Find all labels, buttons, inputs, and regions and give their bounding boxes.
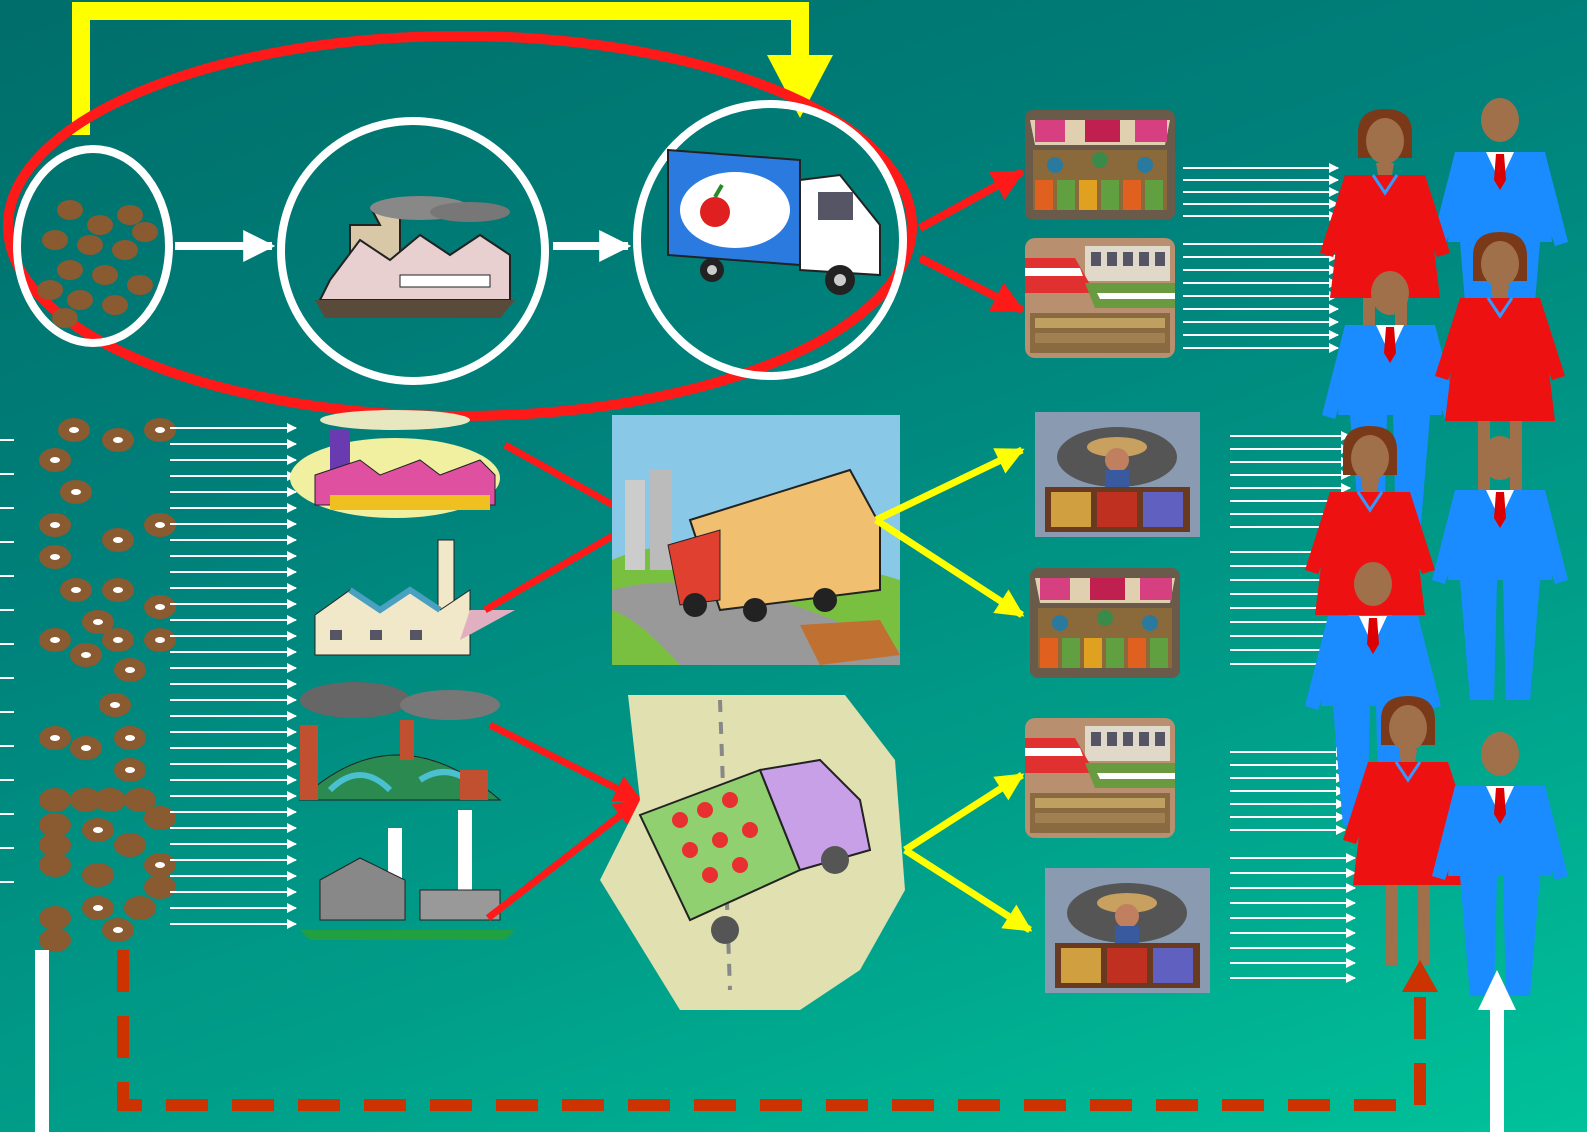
red-arrow-powerplant-to-pickup — [485, 797, 643, 921]
white-return-arrowhead — [1478, 970, 1516, 1010]
feedback-loop-arrow — [72, 2, 833, 135]
storefront-market-icon-2 — [1025, 718, 1175, 838]
truck-circle — [633, 100, 907, 380]
factory-circle — [277, 117, 549, 385]
storefront-market-icon — [1025, 238, 1175, 358]
factory-pollution-globe-icon — [298, 682, 502, 801]
factory-smokestack-icon — [314, 539, 515, 656]
consumers-group — [1303, 98, 1568, 996]
consumer-man — [1432, 732, 1568, 996]
red-arrow-truck-to-store — [918, 254, 1025, 314]
integrated-supply-chain — [3, 31, 1025, 421]
red-arrow-truck-to-stall — [918, 168, 1025, 232]
factory-power-plant-icon — [300, 810, 515, 940]
dashed-loop-arrowhead — [1402, 960, 1438, 992]
red-arrow-globe-to-pickup — [488, 721, 643, 804]
market-stall-icon — [1025, 110, 1175, 220]
vendor-stall-icon-2 — [1045, 868, 1210, 993]
vendor-stall-icon — [1035, 412, 1200, 537]
dashed-feedback-loop — [117, 950, 1426, 1111]
left-edge-ticks — [0, 439, 14, 883]
factory-pink-icon — [290, 410, 500, 518]
box-truck-city-icon — [612, 415, 900, 665]
market-stall-icon-2 — [1030, 568, 1180, 678]
raw-materials-icon — [37, 200, 158, 328]
produce-pickup-truck-icon — [600, 695, 905, 1010]
yellow-arrow-to-stall — [874, 517, 1025, 618]
raw-materials-circle — [13, 145, 173, 347]
yellow-arrow-to-store — [903, 772, 1025, 853]
factory-icon — [315, 196, 515, 318]
yellow-arrow-to-vendor — [874, 446, 1025, 524]
consumer-man — [1432, 436, 1568, 700]
raw-materials-pile — [39, 418, 176, 952]
apple-delivery-truck-icon — [667, 148, 881, 295]
yellow-arrow-to-vendor-2 — [903, 847, 1033, 933]
raw-materials-flow-arrows — [170, 423, 297, 929]
